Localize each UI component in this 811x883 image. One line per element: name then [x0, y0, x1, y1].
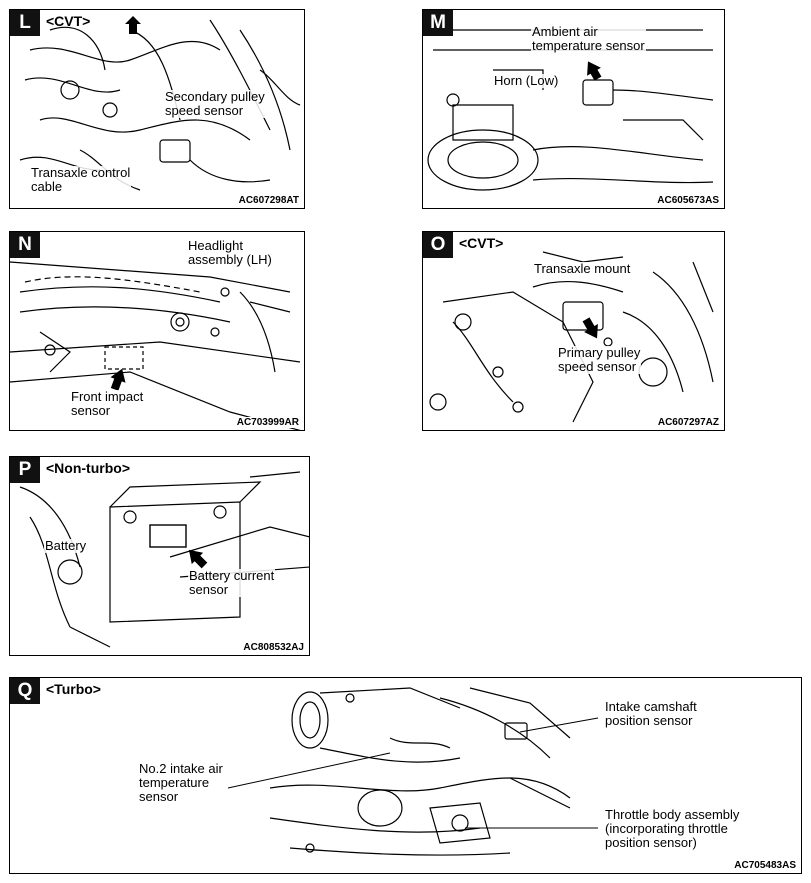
panel-letter: Q [10, 678, 40, 704]
panel-p: P <Non-turbo> Battery Battery current se… [9, 456, 310, 656]
label-battery: Battery [44, 538, 88, 553]
label-secondary-pulley-speed-sensor: Secondary pulley speed sensor [164, 89, 266, 118]
label-horn-low: Horn (Low) [493, 73, 560, 88]
figure-code: AC607298AT [236, 195, 301, 206]
figure-code: AC607297AZ [655, 417, 721, 428]
variant-label: <CVT> [46, 13, 91, 29]
label-ambient-air-temperature-sensor: Ambient air temperature sensor [531, 24, 646, 53]
label-no2-intake-air-temperature-sensor: No.2 intake air temperature sensor [138, 761, 224, 804]
label-headlight-assembly-lh: Headlight assembly (LH) [187, 238, 273, 267]
figure-code: AC808532AJ [241, 642, 306, 653]
label-transaxle-control-cable: Transaxle control cable [30, 165, 132, 194]
panel-letter: M [423, 10, 453, 36]
panel-letter: L [10, 10, 40, 36]
variant-label: <Turbo> [46, 681, 101, 697]
figure-code: AC605673AS [655, 195, 721, 206]
label-throttle-body-assembly: Throttle body assembly (incorporating th… [604, 807, 741, 850]
panel-letter: N [10, 232, 40, 258]
label-battery-current-sensor: Battery current sensor [188, 568, 276, 597]
label-front-impact-sensor: Front impact sensor [70, 389, 145, 418]
panel-o: O <CVT> Transaxle mount Primary pulley s… [422, 231, 725, 431]
panel-o-illustration [429, 251, 714, 423]
figure-code: AC705483AS [732, 860, 798, 871]
panel-n: N Headlight assembly (LH) Front impact s… [9, 231, 305, 431]
panel-n-illustration [10, 261, 301, 430]
panel-m: M Ambient air temperature sensor Horn (L… [422, 9, 725, 209]
panel-l: L <CVT> Transaxle control cable Secondar… [9, 9, 305, 209]
panel-p-illustration [19, 471, 309, 648]
label-primary-pulley-speed-sensor: Primary pulley speed sensor [557, 345, 642, 374]
panel-letter: O [423, 232, 453, 258]
panel-q-illustration [227, 687, 599, 856]
figure-code: AC703999AR [234, 417, 301, 428]
variant-label: <CVT> [459, 235, 504, 251]
variant-label: <Non-turbo> [46, 460, 130, 476]
panel-letter: P [10, 457, 40, 483]
label-intake-camshaft-position-sensor: Intake camshaft position sensor [604, 699, 698, 728]
panel-q: Q <Turbo> No.2 intake air temperature se… [9, 677, 802, 874]
label-transaxle-mount: Transaxle mount [533, 261, 632, 276]
